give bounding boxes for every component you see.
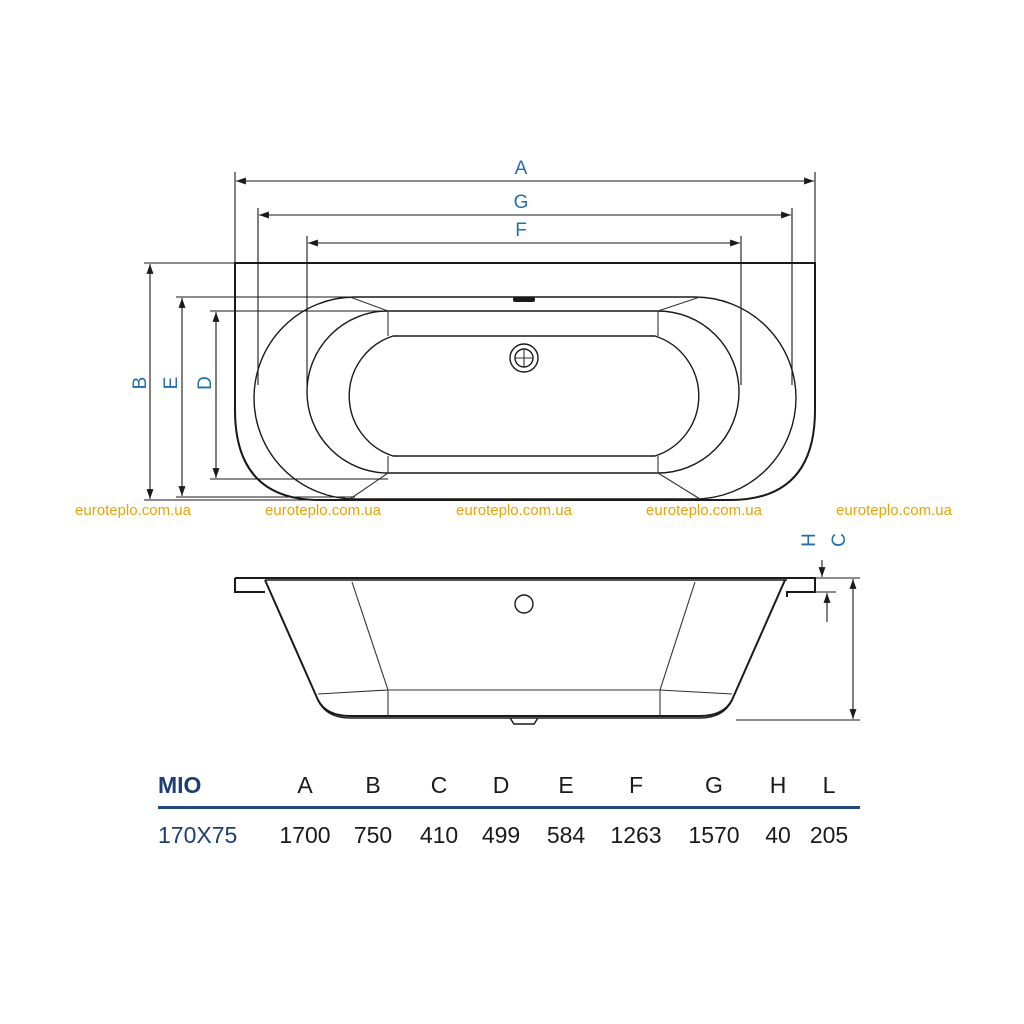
dimension-label-e: E: [161, 377, 182, 390]
dimension-c: C: [736, 533, 860, 721]
model-name: 170X75: [158, 821, 238, 848]
dimension-label-a: A: [515, 158, 528, 179]
spec-value: 205: [809, 821, 849, 848]
column-header: H: [769, 771, 787, 798]
dimension-label-b: B: [130, 377, 151, 390]
dimension-label-c: C: [829, 533, 850, 547]
column-header: D: [492, 771, 510, 798]
watermark-text: euroteplo.com.ua: [836, 502, 953, 519]
dimension-a: A: [234, 158, 816, 262]
dimension-d: D: [195, 310, 388, 480]
spec-value: 1700: [279, 821, 331, 848]
spec-value: 750: [353, 821, 393, 848]
overflow-slot: [513, 297, 535, 302]
side-body: [264, 579, 786, 717]
watermark-text: euroteplo.com.ua: [456, 502, 573, 519]
watermark-text: euroteplo.com.ua: [75, 502, 192, 519]
column-header: A: [297, 771, 313, 798]
side-floor-facet: [317, 689, 733, 695]
spec-value: 1570: [688, 821, 740, 848]
drain-icon: [509, 343, 539, 373]
model-header: MIO: [158, 771, 202, 798]
overflow-hole-icon: [514, 594, 534, 614]
column-header: G: [705, 771, 723, 798]
dimension-label-d: D: [195, 376, 216, 390]
dimension-label-h: H: [799, 533, 820, 547]
column-header: E: [558, 771, 574, 798]
spec-value: 1263: [610, 821, 662, 848]
dimension-e: E: [161, 296, 355, 498]
dimension-b: B: [130, 262, 318, 501]
spec-value: 499: [481, 821, 521, 848]
column-header: L: [822, 771, 836, 798]
side-rim: [234, 577, 816, 597]
top-view: [234, 262, 816, 501]
dimension-label-f: F: [515, 220, 527, 241]
dimension-h: H: [799, 533, 836, 622]
drain-foot: [509, 717, 539, 725]
top-outer-shell: [234, 262, 816, 501]
spec-value: 40: [765, 821, 791, 848]
side-panel-edge: [659, 581, 696, 691]
spec-table-header: MIO A B C D E F G H L: [158, 764, 860, 809]
spec-value: 410: [419, 821, 459, 848]
column-header: B: [365, 771, 381, 798]
side-bottom: [317, 699, 733, 719]
side-view: [234, 577, 816, 725]
side-panel-edge: [351, 581, 389, 691]
watermark-text: euroteplo.com.ua: [646, 502, 763, 519]
top-floor-outline: [348, 335, 700, 457]
spec-value: 584: [546, 821, 586, 848]
dimension-label-g: G: [514, 192, 529, 213]
spec-table: MIO A B C D E F G H L 170X75 1700 750 41…: [158, 764, 860, 861]
watermark-text: euroteplo.com.ua: [265, 502, 382, 519]
watermark-row: euroteplo.com.ua euroteplo.com.ua eurote…: [75, 502, 953, 519]
spec-table-row: 170X75 1700 750 410 499 584 1263 1570 40…: [158, 809, 860, 861]
top-rim-outline: [253, 296, 797, 500]
column-header: C: [430, 771, 448, 798]
top-corner-facets: [349, 296, 701, 500]
column-header: F: [628, 771, 644, 798]
